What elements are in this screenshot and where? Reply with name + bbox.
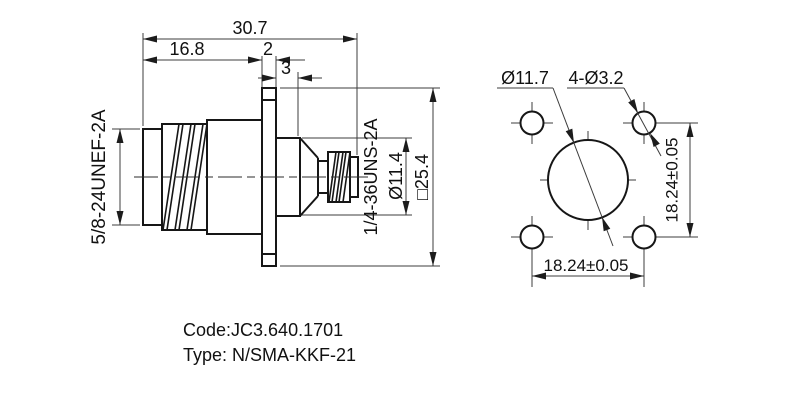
dim-pitch-horizontal: 18.24±0.05	[532, 256, 644, 280]
dim-text-pitch-vertical: 18.24±0.05	[662, 138, 681, 223]
arrowhead	[143, 35, 157, 43]
arrowhead	[298, 74, 312, 82]
dim-text-total-length: 30.7	[232, 18, 267, 38]
arrowhead	[429, 252, 437, 266]
arrowhead	[262, 74, 276, 82]
arrowhead	[650, 133, 660, 147]
label-sma-thread: 1/4-36UNS-2A	[361, 118, 381, 235]
extension-lines	[112, 33, 440, 267]
dim-text-front-length: 16.8	[169, 39, 204, 59]
arrowhead	[686, 223, 694, 237]
mounting-hole-top-right	[631, 110, 657, 136]
arrowhead	[116, 211, 124, 225]
dim-text-mounting-holes: 4-Ø3.2	[568, 68, 623, 88]
arrowhead	[628, 99, 638, 113]
arrowhead	[276, 56, 290, 64]
dim-text-rear-diameter: Ø11.4	[386, 152, 406, 200]
mounting-hole-bottom-right	[631, 224, 657, 250]
leader-mounting-holes: 4-Ø3.2	[567, 68, 662, 157]
dim-text-flange-square: □25.4	[412, 154, 432, 200]
arrowhead	[402, 138, 410, 152]
arrowhead	[343, 35, 357, 43]
type-label: Type: N/SMA-KKF-21	[183, 345, 356, 365]
arrowhead	[565, 128, 574, 143]
front-view: Ø11.7 4-Ø3.2 18.24±0.05 18.24±0.05	[497, 68, 698, 287]
arrowhead	[686, 123, 694, 137]
dim-total-length: 30.7	[143, 18, 357, 43]
arrowhead	[116, 129, 124, 143]
arrowhead	[602, 217, 611, 232]
arrowhead	[429, 88, 437, 102]
dim-rear-diameter: Ø11.4	[386, 138, 410, 215]
arrowhead	[143, 56, 157, 64]
dim-n-thread: 5/8-24UNEF-2A	[89, 109, 124, 245]
arrowhead	[402, 201, 410, 215]
title-block: Code:JC3.640.1701 Type: N/SMA-KKF-21	[183, 320, 356, 365]
arrowhead	[248, 56, 262, 64]
label-n-thread: 5/8-24UNEF-2A	[89, 109, 110, 244]
dim-text-flange-thickness: 2	[263, 39, 273, 59]
arrowhead	[532, 272, 546, 280]
code-label: Code:JC3.640.1701	[183, 320, 343, 340]
dim-flange-square: □25.4	[412, 88, 437, 266]
dim-text-pitch-horizontal: 18.24±0.05	[544, 256, 629, 275]
leader-center-hole: Ø11.7	[497, 68, 614, 247]
dim-flange-thickness: 2	[263, 39, 305, 64]
arrowhead	[630, 272, 644, 280]
dim-text-center-hole: Ø11.7	[501, 68, 549, 88]
side-view: 30.7 16.8 2 3 5/8-24UNEF-2A	[89, 18, 440, 267]
dim-boss-length: 3	[258, 58, 322, 82]
mounting-hole-bottom-left	[519, 224, 545, 250]
dim-pitch-vertical: 18.24±0.05	[662, 123, 694, 237]
dim-front-length: 16.8	[143, 39, 262, 64]
mounting-hole-top-left	[519, 110, 545, 136]
dim-text-boss-length: 3	[281, 58, 291, 78]
